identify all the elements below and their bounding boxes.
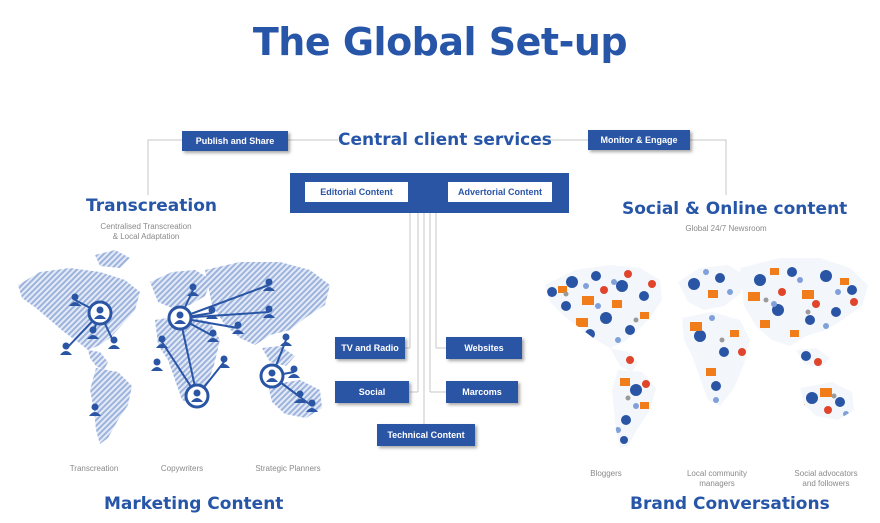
caption-local-line2: managers — [699, 479, 735, 488]
marcoms-box: Marcoms — [446, 381, 518, 403]
transcreation-subtext: Centralised Transcreation & Local Adapta… — [76, 222, 216, 242]
caption-social-line1: Social advocators — [794, 469, 858, 478]
caption-transcreation: Transcreation — [69, 464, 119, 473]
caption-strategic-planners: Strategic Planners — [255, 464, 321, 473]
marketing-content-footer: Marketing Content — [104, 494, 284, 514]
transcreation-subtext-line2: & Local Adaptation — [112, 232, 180, 241]
central-client-services-heading: Central client services — [338, 130, 552, 150]
brand-conversations-footer: Brand Conversations — [630, 494, 830, 514]
publish-and-share-badge: Publish and Share — [182, 131, 288, 151]
caption-copywriters: Copywriters — [160, 464, 204, 473]
editorial-content-box: Editorial Content — [305, 182, 408, 202]
caption-social-advocators: Social advocators and followers — [778, 469, 874, 489]
websites-box: Websites — [446, 337, 522, 359]
caption-local-line1: Local community — [686, 469, 748, 478]
monitor-and-engage-badge: Monitor & Engage — [588, 130, 690, 150]
transcreation-heading: Transcreation — [86, 196, 218, 216]
caption-bloggers: Bloggers — [590, 469, 622, 478]
newsroom-subtext: Global 24/7 Newsroom — [685, 224, 767, 233]
transcreation-subtext-line1: Centralised Transcreation — [100, 222, 192, 231]
social-online-content-heading: Social & Online content — [622, 199, 848, 219]
tv-and-radio-box: TV and Radio — [335, 337, 405, 359]
caption-social-line2: and followers — [802, 479, 850, 488]
caption-local-community-managers: Local community managers — [672, 469, 762, 489]
technical-content-box: Technical Content — [377, 424, 475, 446]
page-title: The Global Set-up — [252, 20, 628, 64]
advertorial-content-box: Advertorial Content — [448, 182, 552, 202]
social-box: Social — [335, 381, 409, 403]
